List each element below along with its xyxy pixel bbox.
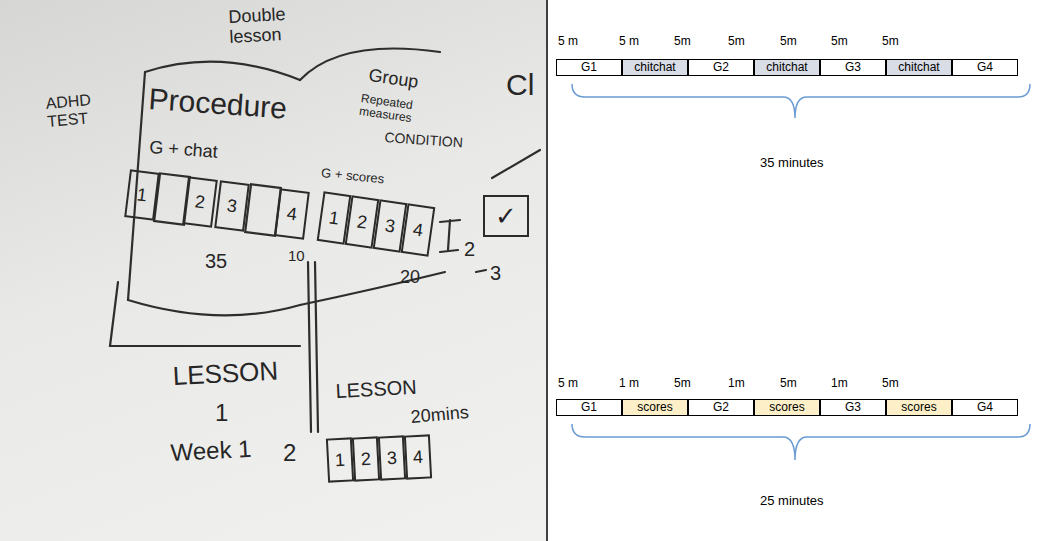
right-page-bottom [300, 272, 445, 305]
handwritten-note: ADHD TEST [45, 91, 98, 130]
handwritten-number: 35 [205, 250, 227, 272]
box-text: 2 [194, 191, 207, 213]
sketch-cell: 1 [326, 437, 354, 482]
sketch-cell: 1 [124, 169, 160, 220]
check-box: ✓ [483, 195, 529, 237]
duration-label: 5m [674, 34, 691, 48]
duration-label: 5m [882, 376, 899, 390]
handwritten-number: 1 [215, 400, 228, 426]
box-text: 1 [328, 207, 341, 229]
box-text: 3 [226, 195, 239, 217]
sketch-cell: 3 [214, 180, 250, 231]
left-page-bottom [128, 300, 300, 315]
duration-label: 5 m [619, 34, 639, 48]
sketch-cell: 2 [352, 436, 380, 481]
scores-box: scores [622, 399, 688, 416]
sketch-cell: 2 [182, 176, 218, 227]
box-text: 1 [334, 449, 345, 470]
brace [572, 84, 1030, 460]
total-label: 25 minutes [760, 493, 824, 508]
duration-label: 5m [674, 376, 691, 390]
box-text: G3 [845, 60, 861, 75]
game-box: G3 [820, 399, 886, 416]
box-text: 3 [384, 215, 397, 237]
handwritten-note: Week 1 [170, 436, 252, 467]
box-text: G4 [977, 60, 993, 75]
sketch-cell: 3 [378, 435, 406, 480]
game-box: G2 [688, 59, 754, 76]
box-text: chitchat [766, 60, 807, 75]
box-text: G1 [581, 60, 597, 75]
box-text: G2 [713, 400, 729, 415]
chat-box: chitchat [622, 59, 688, 76]
total-label: 35 minutes [760, 155, 824, 170]
handwritten-number: 2 [283, 440, 296, 466]
sketch-mark [476, 270, 486, 272]
handwritten-note: Double lesson [228, 4, 302, 47]
box-text: 2 [356, 211, 369, 233]
handwritten-number: 3 [490, 262, 501, 284]
duration-label: 5m [780, 34, 797, 48]
whiteboard-photo [0, 0, 546, 541]
handwritten-heading: LESSON [172, 356, 279, 390]
duration-label: 1m [728, 376, 745, 390]
left-page-top [145, 62, 300, 80]
box-text: 4 [412, 446, 423, 467]
chat-box: chitchat [886, 59, 952, 76]
box-text: scores [637, 400, 672, 415]
duration-label: 1 m [619, 376, 639, 390]
box-text: chitchat [898, 60, 939, 75]
chat-box: chitchat [754, 59, 820, 76]
game-box: G1 [556, 399, 622, 416]
handwritten-number: 10 [288, 248, 305, 265]
duration-label: 5 m [558, 34, 578, 48]
game-box: G3 [820, 59, 886, 76]
box-text: G4 [977, 400, 993, 415]
handwritten-number: 2 [464, 238, 475, 260]
game-box: G2 [688, 399, 754, 416]
duration-label: 5m [728, 34, 745, 48]
duration-label: 5m [780, 376, 797, 390]
sketch-mark [440, 220, 460, 252]
box-text: 1 [136, 184, 149, 206]
sketch-arrow [492, 150, 540, 178]
box-text: 3 [386, 447, 397, 468]
box-text: scores [769, 400, 804, 415]
box-text: G3 [845, 400, 861, 415]
game-box: G4 [952, 59, 1018, 76]
box-text: chitchat [634, 60, 675, 75]
duration-label: 5 m [558, 376, 578, 390]
bracket-line [110, 282, 300, 346]
divider-line [315, 262, 318, 432]
empty-cell [154, 173, 190, 224]
box-text: 4 [286, 203, 299, 225]
scores-box: scores [886, 399, 952, 416]
duration-label: 1m [831, 376, 848, 390]
duration-label: 5m [831, 34, 848, 48]
duration-label: 5m [882, 34, 899, 48]
divider-line [308, 262, 311, 432]
box-text: scores [901, 400, 936, 415]
sketch-cell: 4 [274, 188, 310, 239]
handwritten-note: Cl [506, 68, 534, 101]
box-text: ✓ [495, 201, 517, 232]
brace-bottom [572, 424, 1030, 460]
panel-divider [546, 0, 548, 541]
game-box: G1 [556, 59, 622, 76]
sketch-cell: 4 [404, 434, 432, 479]
box-text: 2 [360, 448, 371, 469]
box-text: 4 [412, 219, 425, 241]
box-text: G2 [713, 60, 729, 75]
handwritten-number: 20 [400, 268, 420, 288]
brace-top [572, 84, 1030, 118]
scores-box: scores [754, 399, 820, 416]
game-box: G4 [952, 399, 1018, 416]
handwritten-heading: LESSON [335, 376, 417, 402]
book-sketch [110, 49, 540, 433]
box-text: G1 [581, 400, 597, 415]
